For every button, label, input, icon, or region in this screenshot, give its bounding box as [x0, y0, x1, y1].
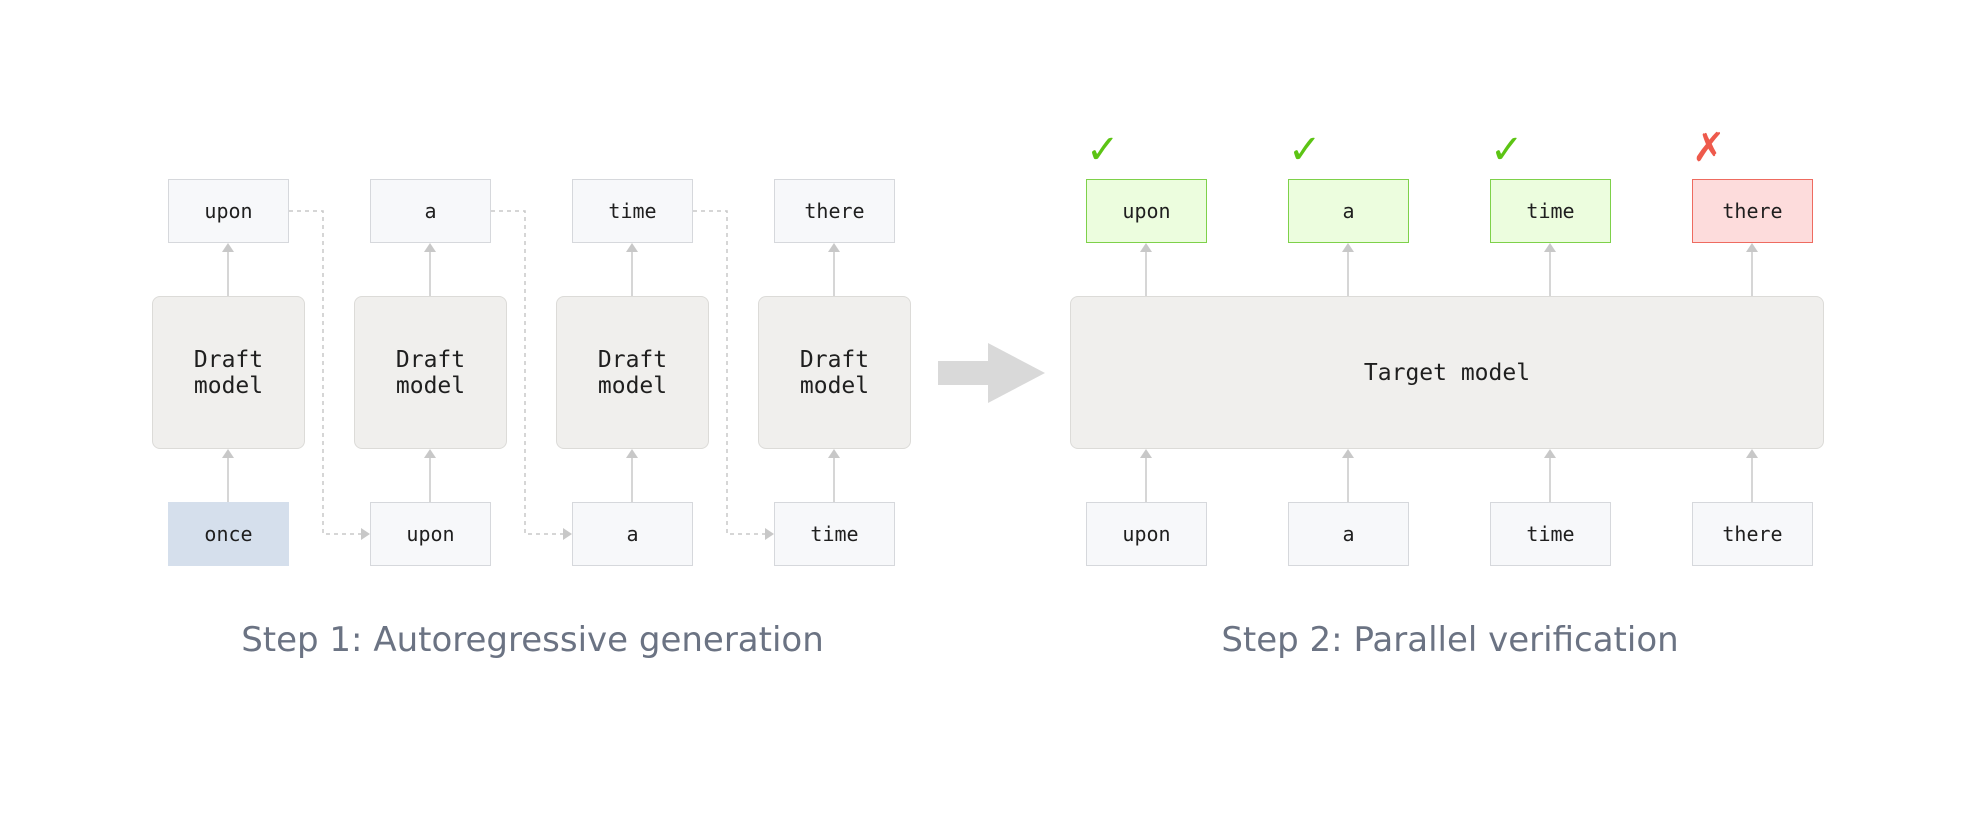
step2-output-2: a — [1288, 179, 1409, 243]
arrow-head — [1746, 449, 1758, 458]
step2-output-4: there — [1692, 179, 1813, 243]
draft-model-4: Draft model — [758, 296, 911, 449]
step2-output-1: upon — [1086, 179, 1207, 243]
feedback-arrow-head — [563, 528, 572, 540]
arrow-head — [424, 449, 436, 458]
check-icon: ✓ — [1288, 127, 1322, 173]
step1-input-2: upon — [370, 502, 491, 566]
arrow-head — [1140, 243, 1152, 252]
arrow-head — [1140, 449, 1152, 458]
draft-model-3: Draft model — [556, 296, 709, 449]
feedback-connector — [693, 210, 766, 535]
step1-output-3: time — [572, 179, 693, 243]
feedback-connector — [491, 210, 564, 535]
arrow-head — [222, 449, 234, 458]
step1-input-3: a — [572, 502, 693, 566]
check-icon: ✓ — [1086, 127, 1120, 173]
check-icon: ✓ — [1490, 127, 1524, 173]
step2-input-1: upon — [1086, 502, 1207, 566]
step1-output-4: there — [774, 179, 895, 243]
step2-input-2: a — [1288, 502, 1409, 566]
arrow-head — [1544, 449, 1556, 458]
feedback-connector — [289, 210, 362, 535]
cross-icon: ✗ — [1692, 125, 1726, 171]
step1-input-4: time — [774, 502, 895, 566]
arrow-head — [1544, 243, 1556, 252]
step2-input-3: time — [1490, 502, 1611, 566]
feedback-arrow-head — [361, 528, 370, 540]
step2-input-4: there — [1692, 502, 1813, 566]
feedback-arrow-head — [765, 528, 774, 540]
step1-caption: Step 1: Autoregressive generation — [241, 620, 824, 660]
target-model: Target model — [1070, 296, 1824, 449]
step2-caption: Step 2: Parallel verification — [1221, 620, 1679, 660]
step2-output-3: time — [1490, 179, 1611, 243]
draft-model-1: Draft model — [152, 296, 305, 449]
draft-model-2: Draft model — [354, 296, 507, 449]
big-arrow-right — [938, 343, 1045, 403]
arrow-head — [1746, 243, 1758, 252]
step1-output-1: upon — [168, 179, 289, 243]
arrow-head — [424, 243, 436, 252]
arrow-head — [828, 449, 840, 458]
arrow-head — [1342, 449, 1354, 458]
arrow-head — [626, 243, 638, 252]
step1-output-2: a — [370, 179, 491, 243]
step1-input-1: once — [168, 502, 289, 566]
arrow-head — [626, 449, 638, 458]
arrow-head — [1342, 243, 1354, 252]
arrow-head — [828, 243, 840, 252]
arrow-head — [222, 243, 234, 252]
